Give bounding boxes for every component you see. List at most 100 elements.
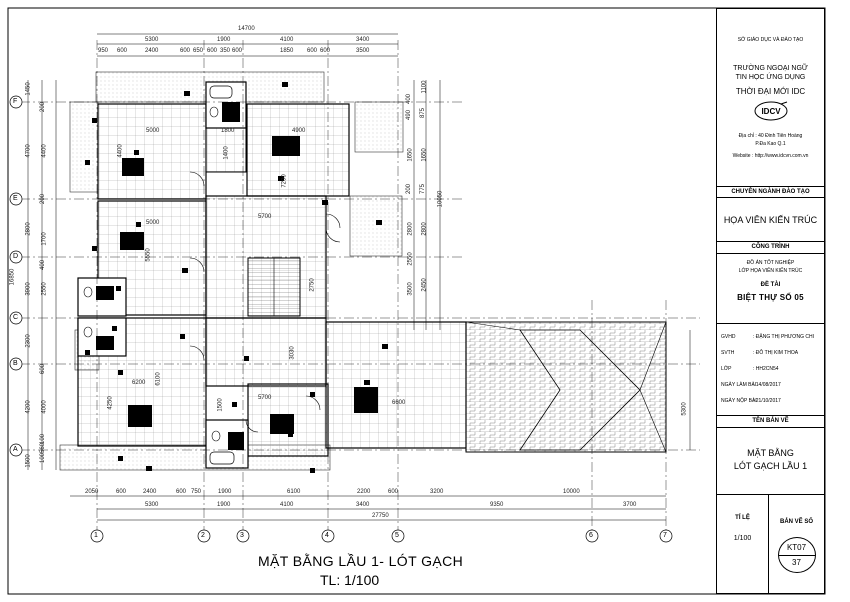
dimension-text: 3400 bbox=[356, 37, 370, 43]
room-dimension: 5000 bbox=[146, 128, 160, 134]
bathtub-icon bbox=[209, 451, 235, 465]
furniture-blocks bbox=[85, 82, 388, 473]
scale-value: 1/100 bbox=[733, 535, 752, 542]
grid-label-y: F bbox=[13, 98, 18, 105]
school-name-3: THỜI ĐẠI MỚI IDC bbox=[735, 87, 806, 96]
dimension-text: 4700 bbox=[25, 144, 32, 158]
dimension-text: 3500 bbox=[407, 282, 414, 296]
dimension-text: 400 bbox=[40, 259, 47, 271]
dimension-text: 1100 bbox=[421, 80, 428, 94]
dimension-text: 4200 bbox=[25, 400, 32, 414]
scale-cell: TỈ LỆ 1/100 bbox=[717, 495, 769, 593]
dimension-text: 750 bbox=[191, 489, 202, 495]
grid-label-x: 4 bbox=[325, 532, 329, 539]
grid-label-y: B bbox=[13, 360, 18, 367]
info-label: NGÀY NỘP BÀI bbox=[721, 398, 757, 404]
dimension-text: 1900 bbox=[218, 489, 232, 495]
sheet-border bbox=[7, 7, 826, 595]
project-header-row: CÔNG TRÌNH bbox=[717, 242, 824, 254]
info-label: GVHD bbox=[721, 334, 736, 340]
dimension-text: 1700 bbox=[41, 232, 48, 246]
dimension-text: 3700 bbox=[623, 502, 637, 508]
dimension-text: 5300 bbox=[681, 402, 688, 416]
grid-label-y: D bbox=[13, 253, 19, 260]
dimension-text: 1450 bbox=[25, 82, 32, 96]
sheet-name-header-row: TÊN BẢN VẼ bbox=[717, 416, 824, 428]
room-dimension: 1800 bbox=[221, 128, 235, 134]
project-line-1: ĐỒ ÁN TỐT NGHIỆP bbox=[746, 260, 795, 266]
dimension-text: 14700 bbox=[238, 26, 255, 32]
dimension-text: 400 bbox=[406, 93, 413, 105]
dimension-text: 600 bbox=[307, 48, 318, 54]
info-value: : ĐẶNG THỊ PHƯƠNG CHI bbox=[753, 334, 814, 340]
school-name-1: TRƯỜNG NGOẠI NGỮ bbox=[733, 65, 808, 72]
info-label: NGÀY LÀM BÀI bbox=[721, 382, 757, 388]
grid-label-x: 5 bbox=[395, 532, 399, 539]
balcony-right bbox=[349, 195, 403, 257]
dimension-text: 560 bbox=[40, 442, 47, 454]
room-dimension: 6600 bbox=[392, 400, 406, 406]
dimension-text: 2800 bbox=[421, 222, 428, 236]
sheet-name-row: MẶT BẰNG LÓT GẠCH LẦU 1 bbox=[717, 428, 824, 495]
info-ngay-nop-bai: NGÀY NỘP BÀI: 21/10/2017 bbox=[721, 398, 781, 404]
dimension-text: 3200 bbox=[430, 489, 444, 495]
school-name-2: TIN HỌC ỨNG DỤNG bbox=[735, 74, 806, 81]
address-line-1: Địa chỉ : 40 Đinh Tiên Hoàng bbox=[738, 133, 803, 139]
grid-label-y: C bbox=[13, 314, 19, 321]
school-info: SỞ GIÁO DỤC VÀ ĐÀO TẠO TRƯỜNG NGOẠI NGỮ … bbox=[717, 9, 824, 187]
topic-text: BIỆT THỰ SỐ 05 bbox=[737, 293, 804, 302]
dimension-text: 2550 bbox=[41, 282, 48, 296]
grid-bubbles-left bbox=[9, 95, 23, 457]
balcony-right-top bbox=[354, 101, 404, 153]
sheet-name-line-1: MẶT BẰNG bbox=[747, 448, 794, 458]
dimension-text: 600 bbox=[180, 48, 191, 54]
project-line-2: LỚP HỌA VIÊN KIẾN TRÚC bbox=[738, 268, 803, 274]
room-dimension: 1500 bbox=[217, 398, 224, 412]
info-label: LỚP bbox=[721, 366, 732, 372]
project-row: ĐỒ ÁN TỐT NGHIỆP LỚP HỌA VIÊN KIẾN TRÚC … bbox=[717, 254, 824, 324]
dimension-text: 4400 bbox=[41, 144, 48, 158]
room-closet bbox=[205, 127, 247, 173]
room-dimension: 4250 bbox=[107, 396, 114, 410]
major-text: HỌA VIÊN KIẾN TRÚC bbox=[723, 215, 818, 225]
dimension-text: 775 bbox=[420, 183, 427, 195]
info-value: : ĐỖ THỊ KIM THOA bbox=[753, 350, 799, 356]
dimension-text: 4100 bbox=[280, 37, 294, 43]
dimension-text: 5300 bbox=[145, 37, 159, 43]
dimension-text: 1500 bbox=[25, 454, 32, 468]
grid-label-y: A bbox=[13, 446, 18, 453]
dimension-text: 1900 bbox=[217, 37, 231, 43]
dimension-text: 1650 bbox=[407, 148, 414, 162]
title-block: SỞ GIÁO DỤC VÀ ĐÀO TẠO TRƯỜNG NGOẠI NGỮ … bbox=[716, 8, 825, 594]
logo-text: IDCV bbox=[761, 107, 781, 116]
grid-lines bbox=[20, 40, 700, 530]
dimension-text: 2300 bbox=[25, 334, 32, 348]
major-row: HỌA VIÊN KIẾN TRÚC bbox=[717, 198, 824, 242]
toilet-icon bbox=[209, 106, 219, 118]
room-dimension: 7200 bbox=[281, 174, 288, 188]
department-text: SỞ GIÁO DỤC VÀ ĐÀO TẠO bbox=[737, 37, 804, 43]
info-value: : 21/10/2017 bbox=[753, 398, 781, 404]
info-value: : 14/08/2017 bbox=[753, 382, 781, 388]
room-dimension: 5700 bbox=[258, 214, 272, 220]
dimension-text: 350 bbox=[220, 48, 231, 54]
dimension-text: 200 bbox=[40, 193, 47, 205]
dimension-text: 875 bbox=[420, 107, 427, 119]
info-label: SVTH bbox=[721, 350, 735, 356]
major-header: CHUYÊN NGÀNH ĐÀO TẠO bbox=[731, 189, 810, 195]
room-bedroom-1 bbox=[97, 103, 207, 200]
dimension-text: 600 bbox=[207, 48, 218, 54]
room-dimension: 6200 bbox=[132, 380, 146, 386]
info-lop: LỚP: HH2CN54 bbox=[721, 366, 779, 372]
dimension-text: 650 bbox=[193, 48, 204, 54]
dimension-text: 600 bbox=[116, 489, 127, 495]
grid-label-x: 6 bbox=[589, 532, 593, 539]
dimension-text: 2450 bbox=[421, 278, 428, 292]
info-gvhd: GVHD : ĐẶNG THỊ PHƯƠNG CHI bbox=[721, 334, 814, 340]
room-dimension: 2750 bbox=[309, 278, 316, 292]
logo-icon: IDCV bbox=[754, 101, 787, 121]
room-dimension: 4900 bbox=[292, 128, 306, 134]
room-dimension: 5700 bbox=[258, 395, 272, 401]
sheet-number: 37 bbox=[792, 558, 801, 567]
dimension-lines bbox=[27, 33, 691, 521]
